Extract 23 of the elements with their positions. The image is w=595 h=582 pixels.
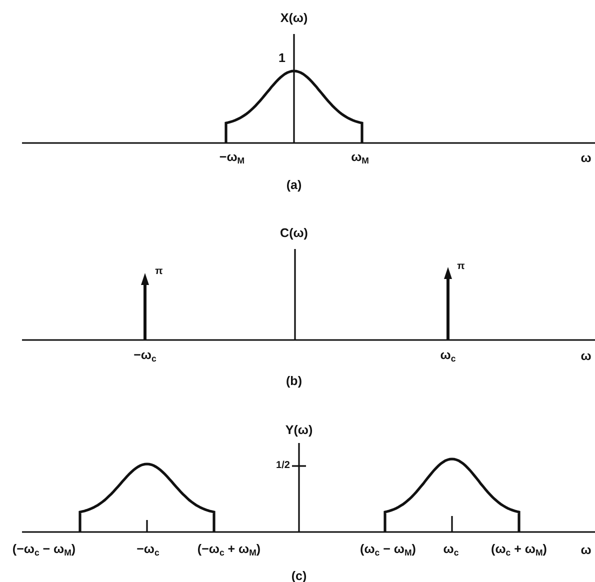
tick-label: ω$_{c}$ xyxy=(443,542,459,558)
panel-label: (c) xyxy=(291,570,307,582)
axis-label: ω xyxy=(580,152,592,164)
tick-label: 1 xyxy=(278,52,286,64)
tick-label: −ω$_{M}$ xyxy=(219,150,245,166)
tick-label: (ω$_{c}$ + ω$_{M}$) xyxy=(491,542,547,558)
tick-label: (−ω$_{c}$ − ω$_{M}$) xyxy=(12,542,76,558)
tick-label: 1/2 xyxy=(276,461,290,471)
tick-label: −ω$_{c}$ xyxy=(134,348,156,364)
axis-title: Y(ω) xyxy=(285,424,313,436)
tick-label: (−ω$_{c}$ + ω$_{M}$) xyxy=(197,542,261,558)
impulse-label: π xyxy=(155,267,163,277)
panel-label: (b) xyxy=(286,374,302,388)
axis-title: X(ω) xyxy=(280,12,308,24)
tick-label: (ω$_{c}$ − ω$_{M}$) xyxy=(360,542,416,558)
axis-label: ω xyxy=(580,350,592,362)
axis-title: C(ω) xyxy=(280,226,308,240)
tick-label: −ω$_{c}$ xyxy=(136,542,160,558)
axis-label: ω xyxy=(580,544,592,556)
impulse-label: π xyxy=(457,262,465,272)
tick-label: ω$_{M}$ xyxy=(351,150,369,166)
panel-label: (a) xyxy=(286,178,302,192)
tick-label: ω$_{c}$ xyxy=(440,348,456,364)
